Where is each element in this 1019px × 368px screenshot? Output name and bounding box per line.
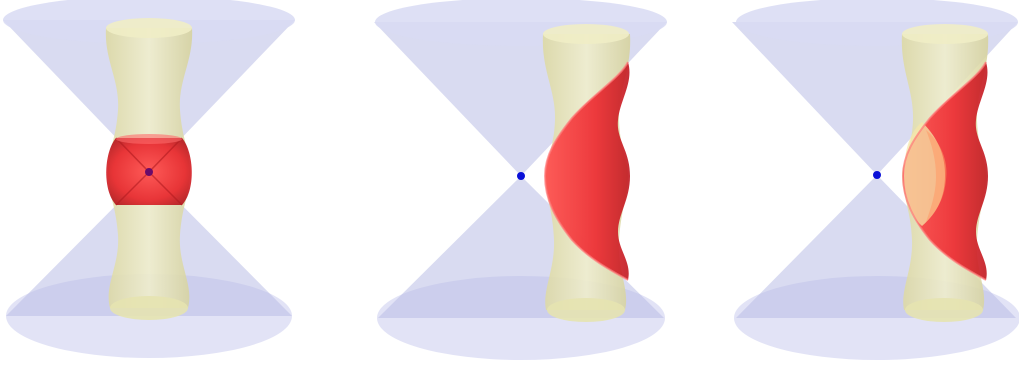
inner-orange-highlight xyxy=(926,130,947,222)
vertex-point xyxy=(145,168,153,176)
tube-bottom-cap xyxy=(905,298,983,322)
tube-top-cap xyxy=(106,18,192,38)
panel-2 xyxy=(374,0,667,360)
red-surface xyxy=(545,62,630,280)
tube-bottom-cap xyxy=(110,296,188,320)
panel-3 xyxy=(732,0,1019,360)
red-surface-top-edge xyxy=(116,134,182,144)
vertex-point xyxy=(873,171,881,179)
tube-top-cap xyxy=(543,24,629,44)
vertex-point xyxy=(517,172,525,180)
red-surface-edge xyxy=(901,61,987,281)
tube-top-cap xyxy=(902,24,988,44)
red-surface-edge xyxy=(543,61,629,281)
panel-1 xyxy=(3,0,295,358)
tube-bottom-cap xyxy=(547,298,625,322)
